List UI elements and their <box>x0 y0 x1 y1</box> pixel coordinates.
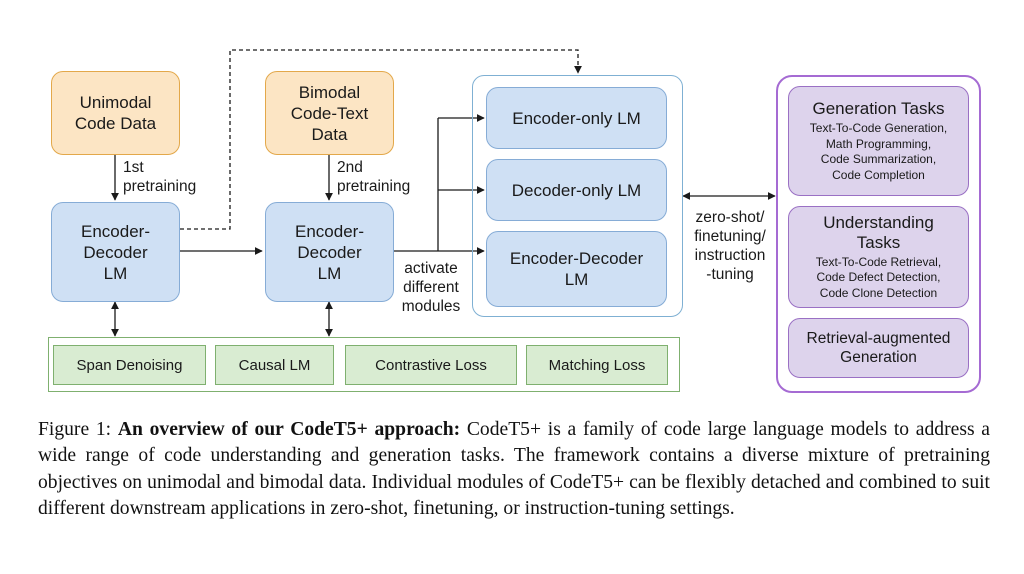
unimodal-code-data-node: Unimodal Code Data <box>51 71 180 155</box>
generation-tasks-title: Generation Tasks <box>812 99 945 118</box>
generation-tasks-node: Generation Tasks Text-To-Code Generation… <box>788 86 969 196</box>
encoder-only-lm-node: Encoder-only LM <box>486 87 667 149</box>
objective-span-denoising: Span Denoising <box>53 345 206 385</box>
second-pretraining-label: 2nd pretraining <box>337 159 411 195</box>
module-group-frame <box>472 75 683 317</box>
retrieval-augmented-generation-title: Retrieval-augmented Generation <box>806 330 951 366</box>
encoder-decoder-lm-stage1-node: Encoder- Decoder LM <box>51 202 180 302</box>
first-pretraining-label: 1st pretraining <box>123 159 197 195</box>
objective-matching-loss: Matching Loss <box>526 345 668 385</box>
encoder-decoder-lm-stage2-node: Encoder- Decoder LM <box>265 202 394 302</box>
caption-title: An overview of our CodeT5+ approach: <box>117 419 461 440</box>
understanding-tasks-node: Understanding Tasks Text-To-Code Retriev… <box>788 206 969 308</box>
understanding-tasks-title: Understanding Tasks <box>823 212 934 252</box>
tasks-frame <box>776 75 981 393</box>
bimodal-code-text-data-node: Bimodal Code-Text Data <box>265 71 394 155</box>
encoder-decoder-lm-module-node: Encoder-Decoder LM <box>486 231 667 307</box>
caption-body: CodeT5+ is a family of code large langua… <box>38 419 990 520</box>
generation-tasks-list: Text-To-Code Generation, Math Programmin… <box>809 121 948 182</box>
objective-causal-lm: Causal LM <box>215 345 334 385</box>
caption-prefix: Figure 1: <box>38 419 118 440</box>
decoder-only-lm-node: Decoder-only LM <box>486 159 667 221</box>
figure-caption: Figure 1: An overview of our CodeT5+ app… <box>38 417 990 523</box>
retrieval-augmented-generation-node: Retrieval-augmented Generation <box>788 318 969 378</box>
understanding-tasks-list: Text-To-Code Retrieval, Code Defect Dete… <box>815 254 942 300</box>
objective-contrastive-loss: Contrastive Loss <box>345 345 517 385</box>
objectives-frame <box>48 337 680 392</box>
activate-modules-label: activate different modules <box>401 260 461 315</box>
dashed-link-to-module-group <box>180 49 582 230</box>
adaptation-label: zero-shot/ finetuning/ instruction -tuni… <box>694 209 766 283</box>
